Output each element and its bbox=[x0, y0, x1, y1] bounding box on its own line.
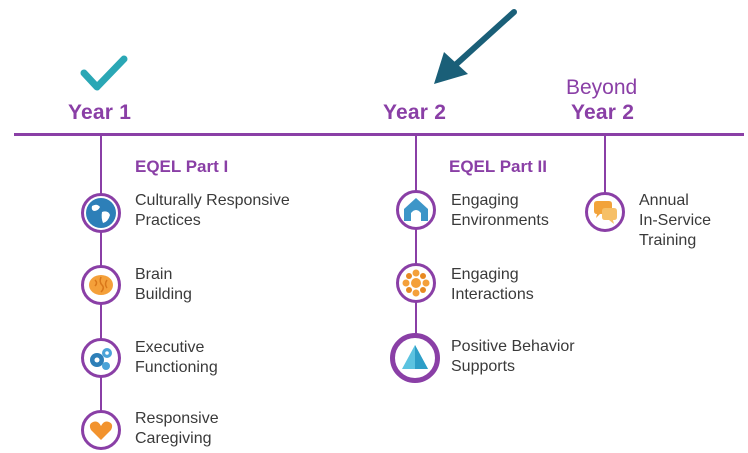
house-icon bbox=[396, 190, 436, 230]
timeline-line bbox=[14, 133, 744, 136]
year-1-label: Year 1 bbox=[68, 101, 132, 124]
engaging-environments-label: Engaging Environments bbox=[451, 192, 549, 229]
beyond-year-2-label: Year 2 bbox=[571, 101, 635, 124]
brain-building-label: Brain Building bbox=[135, 266, 192, 303]
part-2-connector bbox=[415, 136, 417, 354]
positive-behavior-supports-label: Positive Behavior Supports bbox=[451, 338, 575, 375]
beyond-label: Beyond bbox=[566, 76, 638, 99]
checkmark-icon bbox=[80, 55, 128, 95]
engaging-interactions-label: Engaging Interactions bbox=[451, 266, 534, 303]
year-2-label: Year 2 bbox=[383, 101, 447, 124]
arrow-pointer-icon bbox=[428, 6, 520, 92]
culturally-responsive-practices-label: Culturally Responsive Practices bbox=[135, 192, 290, 229]
pyramid-icon bbox=[390, 333, 440, 383]
speech-bubbles-icon bbox=[585, 192, 625, 232]
heart-icon bbox=[81, 410, 121, 450]
executive-functioning-label: Executive Functioning bbox=[135, 339, 218, 376]
globe-icon bbox=[81, 193, 121, 233]
responsive-caregiving-label: Responsive Caregiving bbox=[135, 410, 219, 447]
beyond-connector bbox=[604, 136, 606, 198]
annual-in-service-training-label: Annual In-Service Training bbox=[639, 192, 712, 249]
part-1-title: EQEL Part I bbox=[135, 157, 229, 176]
people-circle-icon bbox=[396, 263, 436, 303]
gears-icon bbox=[81, 338, 121, 378]
part-2-title: EQEL Part II bbox=[449, 157, 547, 176]
brain-icon bbox=[81, 265, 121, 305]
